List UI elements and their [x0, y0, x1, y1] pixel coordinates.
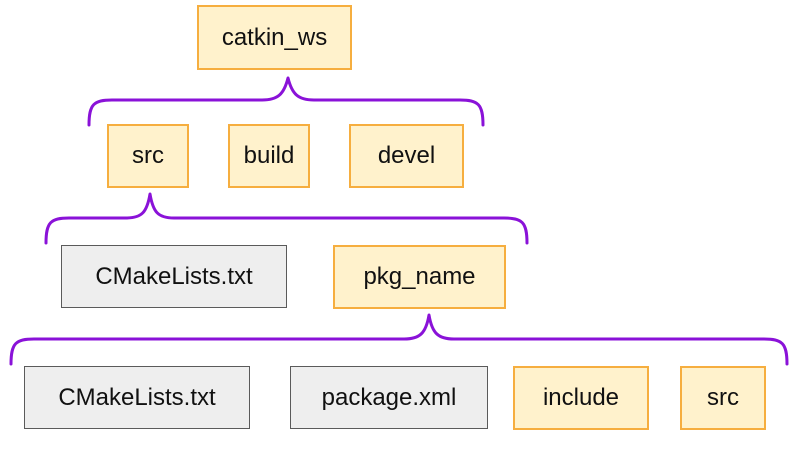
- folder-devel: devel: [349, 124, 464, 188]
- brace-pkg-name-children: [9, 313, 789, 366]
- file-package-xml: package.xml: [290, 366, 488, 429]
- file-cmakelists-package: CMakeLists.txt: [24, 366, 250, 429]
- file-cmakelists-workspace: CMakeLists.txt: [61, 245, 287, 308]
- folder-pkg-name: pkg_name: [333, 245, 506, 309]
- brace-catkin-ws-children: [87, 76, 485, 127]
- folder-build: build: [228, 124, 310, 188]
- folder-include: include: [513, 366, 649, 430]
- folder-src: src: [107, 124, 189, 188]
- brace-src-children: [44, 192, 529, 245]
- folder-pkg-src: src: [680, 366, 766, 430]
- folder-catkin-ws: catkin_ws: [197, 5, 352, 70]
